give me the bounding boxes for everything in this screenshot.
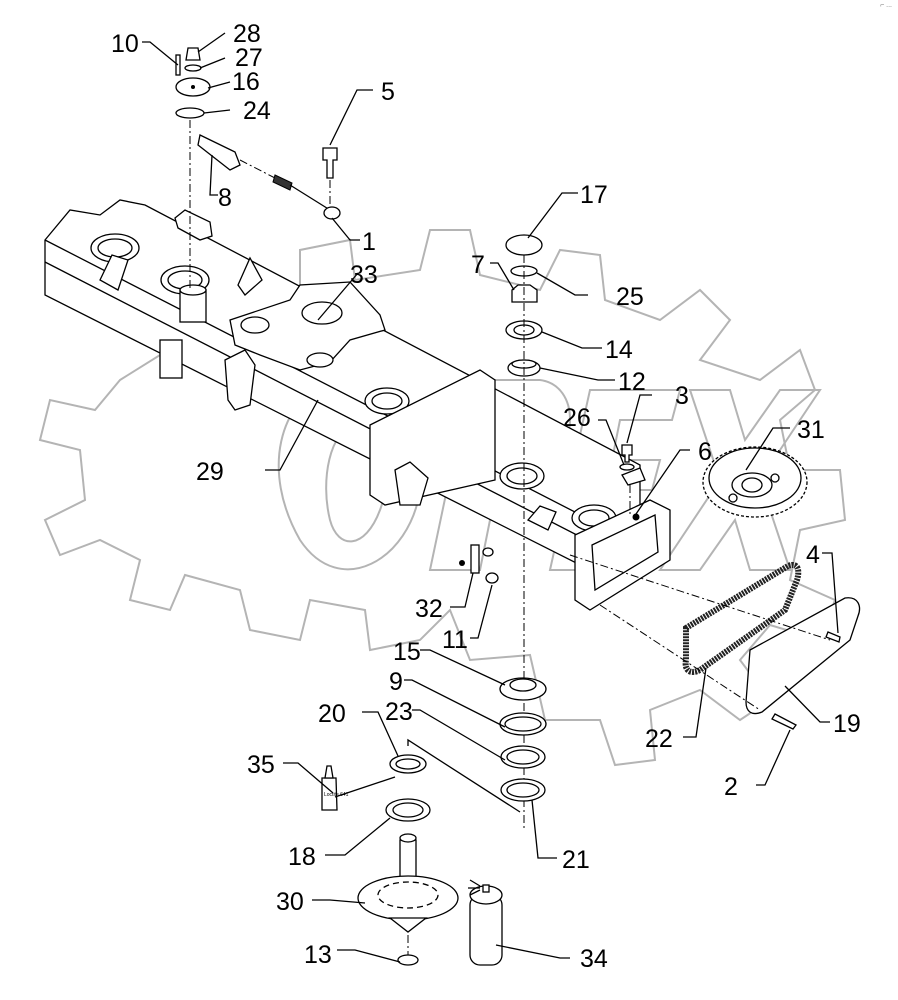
callout-33: 33 bbox=[350, 261, 378, 289]
watermark-letter-x bbox=[658, 389, 822, 571]
callout-11: 11 bbox=[442, 626, 468, 654]
callout-8: 8 bbox=[218, 184, 232, 212]
callout-17: 17 bbox=[580, 181, 608, 209]
callout-12: 12 bbox=[618, 368, 646, 396]
callout-24: 24 bbox=[243, 97, 271, 125]
center-stack-lower bbox=[407, 677, 547, 813]
callout-18: 18 bbox=[288, 843, 316, 871]
callout-25: 25 bbox=[616, 283, 644, 311]
callout-23: 23 bbox=[385, 698, 413, 726]
part-32-plate bbox=[470, 544, 480, 574]
part-17-cap bbox=[505, 234, 543, 256]
part-13-ring bbox=[397, 954, 419, 966]
watermark-gear-outline bbox=[38, 229, 847, 767]
callout-35: 35 bbox=[247, 751, 275, 779]
callout-9: 9 bbox=[389, 668, 403, 696]
part-5-bolt bbox=[322, 147, 338, 179]
callout-2: 2 bbox=[724, 773, 738, 801]
callout-15: 15 bbox=[393, 638, 421, 666]
part-4-bolt bbox=[825, 631, 841, 643]
center-stack-upper bbox=[505, 234, 543, 830]
loctite-label: Loctite 641 bbox=[324, 792, 349, 798]
part-33-plate bbox=[229, 281, 386, 371]
pins-and-rods bbox=[197, 134, 341, 220]
part-8-pin bbox=[197, 134, 241, 171]
part-11-bushing bbox=[485, 572, 499, 584]
callout-5: 5 bbox=[381, 78, 395, 106]
part-22-gasket bbox=[682, 562, 802, 675]
callout-28: 28 bbox=[233, 20, 261, 48]
callout-10: 10 bbox=[111, 30, 139, 58]
callout-21: 21 bbox=[562, 846, 590, 874]
part-31-gear bbox=[702, 446, 808, 518]
callout-6: 6 bbox=[698, 438, 712, 466]
callout-1: 1 bbox=[362, 228, 376, 256]
callout-29: 29 bbox=[196, 458, 224, 486]
callout-22: 22 bbox=[645, 725, 673, 753]
part-1-eye bbox=[323, 206, 341, 220]
part-30-hub bbox=[357, 833, 459, 966]
callout-30: 30 bbox=[276, 888, 304, 916]
part-6-plug bbox=[632, 513, 640, 521]
callout-4: 4 bbox=[806, 541, 820, 569]
bracket-assembly bbox=[619, 444, 646, 521]
callout-34: 34 bbox=[580, 945, 608, 973]
part-3-bolt bbox=[621, 444, 633, 463]
callout-7: 7 bbox=[471, 251, 485, 279]
part-2-bolt bbox=[771, 713, 797, 730]
part-29-beam bbox=[44, 199, 671, 611]
callout-26: 26 bbox=[563, 404, 591, 432]
callout-3: 3 bbox=[675, 382, 689, 410]
callout-31: 31 bbox=[797, 416, 825, 444]
part-26-washer bbox=[619, 463, 635, 471]
callout-13: 13 bbox=[304, 941, 332, 969]
lower-small-parts bbox=[459, 544, 499, 584]
callout-14: 14 bbox=[605, 336, 633, 364]
callouts: 1 2 3 4 5 6 7 8 9 10 11 12 13 bbox=[111, 20, 861, 973]
part-24-oring bbox=[175, 107, 205, 119]
part-27-washer bbox=[184, 64, 202, 72]
left-lower-parts: Loctite 641 bbox=[321, 754, 431, 822]
corner-mark: ⌐ ... bbox=[880, 2, 892, 9]
part-34-spray-can bbox=[468, 879, 503, 966]
part-28-nipple bbox=[185, 47, 201, 61]
callout-16: 16 bbox=[232, 68, 260, 96]
callout-27: 27 bbox=[235, 44, 263, 72]
callout-19: 19 bbox=[833, 710, 861, 738]
callout-32: 32 bbox=[415, 595, 443, 623]
part-19-cover bbox=[569, 554, 861, 730]
callout-20: 20 bbox=[318, 700, 346, 728]
